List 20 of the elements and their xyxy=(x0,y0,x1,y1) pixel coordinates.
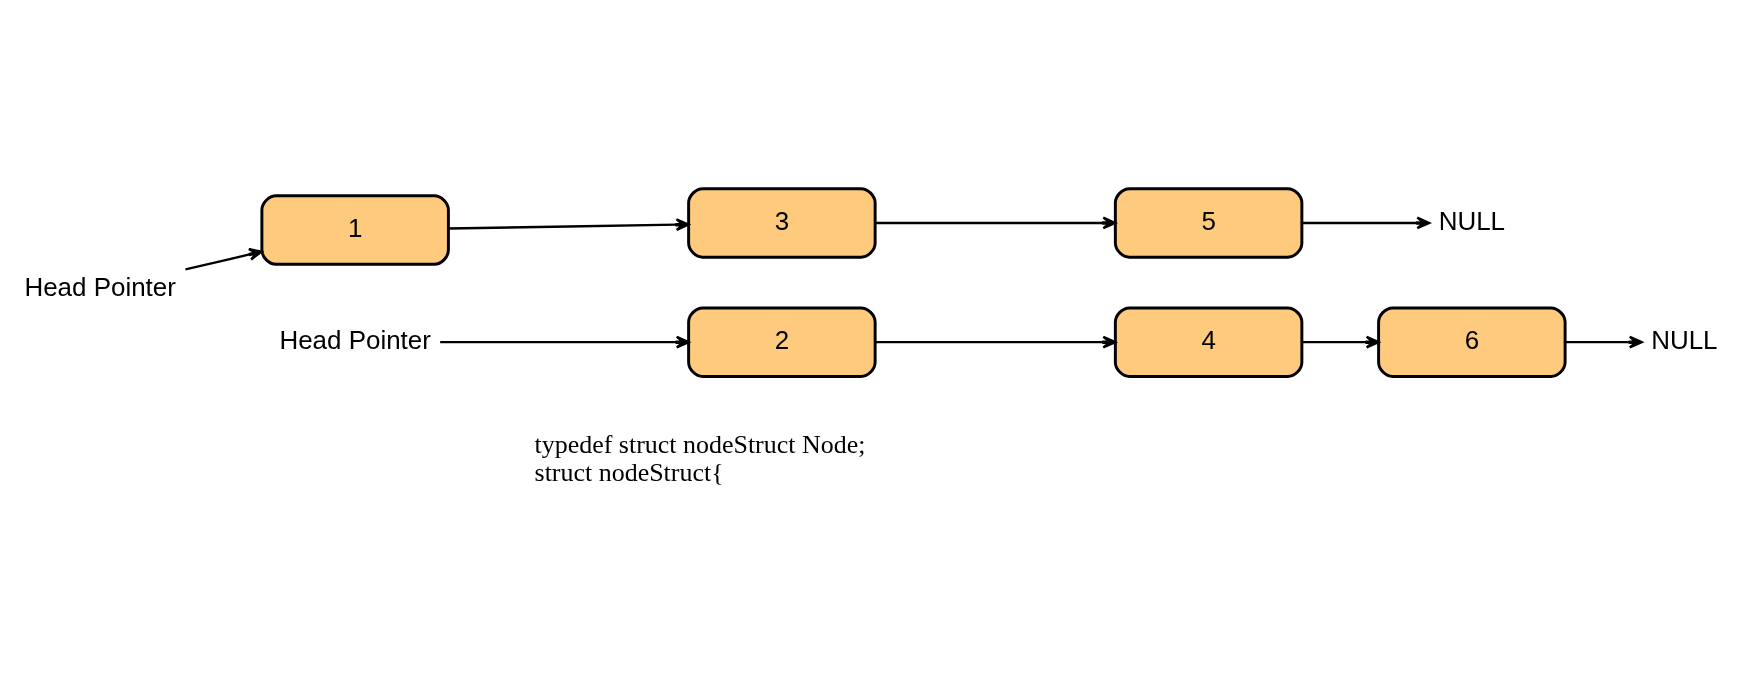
node-text: NULL xyxy=(1651,324,1718,355)
arrow xyxy=(448,218,690,232)
label: struct nodeStruct{ xyxy=(534,458,724,487)
node-text: Head Pointer xyxy=(279,324,431,355)
arrow xyxy=(1302,335,1380,349)
node-box: 6 xyxy=(1377,306,1567,378)
arrow xyxy=(875,335,1117,349)
node-box: 4 xyxy=(1113,306,1304,378)
arrow xyxy=(440,335,690,349)
node-box: 1 xyxy=(260,194,450,266)
arrow xyxy=(875,216,1117,230)
node-box: 5 xyxy=(1113,187,1304,259)
node-box: 2 xyxy=(687,306,877,378)
node-box: 3 xyxy=(687,187,877,259)
arrow xyxy=(185,247,263,271)
node-text: Head Pointer xyxy=(24,271,176,302)
label: typedef struct nodeStruct Node; xyxy=(534,429,866,459)
arrow xyxy=(1302,216,1431,230)
node-text: NULL xyxy=(1438,205,1506,236)
arrow xyxy=(1565,335,1643,349)
